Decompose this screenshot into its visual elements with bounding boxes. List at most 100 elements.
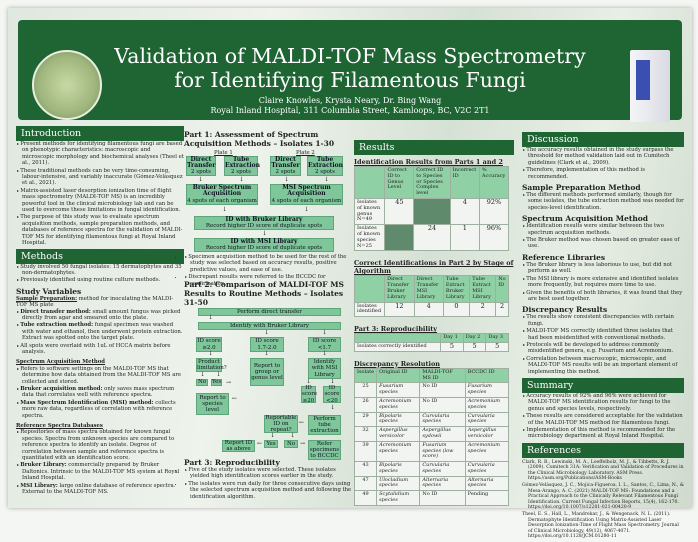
authors-block: Claire Knowles, Krysta Neary, Dr. Bing W… <box>18 96 682 116</box>
discussion-heading: Discussion <box>522 132 684 147</box>
table-cell: Aspergillus sydowii <box>419 426 466 442</box>
methods-heading: Methods <box>16 248 184 264</box>
table-cell: Isolates of known species N=25 <box>353 224 386 252</box>
bullet-text: large online database of reference spect… <box>22 482 176 496</box>
table-cell: Aspergillus versicolor <box>376 426 421 442</box>
part2-title: Part 2: Comparison of MALDI-TOF MS Resul… <box>184 280 344 307</box>
bullet-bold-term: MSI Library: <box>20 482 58 489</box>
flow-arrow: ↓ <box>322 350 328 357</box>
part3-title: Part 3: Reproducibility <box>184 458 280 467</box>
table-header-cell: BCCDC ID <box>464 367 510 384</box>
bullet-text: only saves mass spectrum data that corre… <box>22 386 175 399</box>
flow-node-no2: No <box>284 440 298 448</box>
table-cell: 4 <box>413 301 444 318</box>
flow-arrow: ↓ <box>330 378 336 385</box>
discussion-subheading: Discrepancy Results <box>522 305 608 315</box>
discussion-subheading: Sample Preparation Method <box>522 183 641 193</box>
summary-list: Accuracy results of 92% and 96% were ach… <box>522 393 684 440</box>
bullet-bold-term: Mass Spectrum Identification (MSI) metho… <box>20 399 154 406</box>
table-cell: Acremonium species <box>464 440 510 463</box>
discussion-subheading: Spectrum Acquisition Method <box>522 214 649 224</box>
maldi-tof-instrument-image <box>630 50 670 122</box>
discussion-sub-bullet: The different methods performed similarl… <box>522 192 684 211</box>
table-cell: 0 <box>442 301 471 318</box>
table-header-cell: Direct Transfer MSI Library <box>413 275 444 303</box>
summary-bullet: These results are considered acceptable … <box>522 413 684 426</box>
flow-node-msi: Identify with MSI Library <box>308 358 341 379</box>
discussion-list: The accuracy results obtained in the stu… <box>522 147 684 180</box>
flow-arrow: ↓ <box>322 329 328 336</box>
table-cell: Isolates identified <box>353 301 386 318</box>
references-list: Clark, R. B., Lewinski, M. A., Loeffelho… <box>522 460 684 540</box>
table-cell <box>384 224 415 252</box>
table-cell: Curvularia species <box>464 411 510 428</box>
methods-list: Study involved 50 fungal isolates: 15 de… <box>16 264 184 284</box>
table-cell: Ulocladium species <box>376 475 421 492</box>
flow-node-s17: ID score 1.7-2.0 <box>250 337 284 352</box>
plate2-label: Plate 2 <box>296 150 315 156</box>
flow-node-repeat: Reportable ID on repeat? <box>264 414 298 434</box>
database-bullet: Bruker Library: commercially prepared by… <box>16 462 184 481</box>
table-header-cell <box>353 275 386 303</box>
flow-node-yes2: Yes <box>264 440 278 448</box>
reference-item: Theel, E. S., Hall, L., Mandrekar, J., &… <box>522 512 679 540</box>
results-heading: Results <box>354 140 514 155</box>
sample-prep-intro: method for inoculating the MALDI-TOF MS … <box>16 295 174 309</box>
table-cell: Fusarium species (low score) <box>419 440 466 463</box>
flow-node-yes1: Yes <box>211 379 222 386</box>
discussion-sub-bullet: The Bruker library is less laborious to … <box>522 262 684 275</box>
table-cell: No ID <box>419 382 466 398</box>
flow-node-tube: Perform tube extraction <box>308 415 341 435</box>
study-variables-heading: Study Variables <box>16 286 82 296</box>
flow-node-no1: No <box>196 379 208 386</box>
summary-heading: Summary <box>522 377 684 393</box>
table-cell: 5 <box>485 341 509 352</box>
flow-arrow: ↓ <box>306 378 312 385</box>
part1-title: Part 1: Assessment of Spectrum Acquisiti… <box>184 130 335 148</box>
table-cell: Pending <box>464 490 510 506</box>
table-cell: 92% <box>478 197 510 226</box>
discussion-sub-bullet: Correlation between macroscopic, microsc… <box>522 356 684 375</box>
title-line-1: Validation of MALDI-TOF Mass Spectrometr… <box>114 44 586 68</box>
flow-arrow: ↓ <box>200 371 206 378</box>
table-cell: No ID <box>419 396 466 413</box>
summary-bullet: Accuracy results of 92% and 96% were ach… <box>522 393 684 412</box>
table-cell: Aspergillus versicolor <box>464 426 510 442</box>
poster: Validation of MALDI-TOF Mass Spectrometr… <box>8 8 692 539</box>
table-header-cell <box>353 166 386 199</box>
column-discussion: Discussion The accuracy results obtained… <box>522 132 684 542</box>
table-header-cell: Isolate <box>353 367 378 384</box>
table-cell: 43 <box>353 461 378 477</box>
discussion-sublist: The different methods performed similarl… <box>522 192 684 211</box>
column-results: Results Identification Results from Part… <box>353 140 514 506</box>
sample-prep-bullet: All spots were overlaid with 1uL of HCCA… <box>16 343 184 356</box>
table-header-cell: Direct Transfer Bruker Library <box>384 275 415 303</box>
table-cell: Bipolaris species <box>376 411 421 428</box>
flow-node-m20: ID score ≥20 <box>301 385 318 404</box>
sample-prep-bullet: Direct transfer method: small amount fun… <box>16 309 184 322</box>
table-cell: 45 <box>384 197 415 226</box>
database-bullet: MSI Library: large online database of re… <box>16 483 184 496</box>
flow-node-mlt: ID score <20 <box>323 385 341 404</box>
part1-bullet: Specimen acquisition method to be used f… <box>184 254 350 273</box>
affiliation: Royal Inland Hospital, 311 Columbia Stre… <box>210 106 490 115</box>
table-cell: 12 <box>384 301 415 318</box>
flow-arrow: ↓ <box>330 404 336 411</box>
sample-prep-list: Direct transfer method: small amount fun… <box>16 309 184 356</box>
part3: Part 3: Reproducibility Five of the stud… <box>184 458 352 501</box>
table-cell: 1 <box>449 224 480 252</box>
discussion-sub-bullet: Protocols will be developed to address c… <box>522 342 684 355</box>
table1-caption: Identification Results from Parts 1 and … <box>354 158 503 166</box>
